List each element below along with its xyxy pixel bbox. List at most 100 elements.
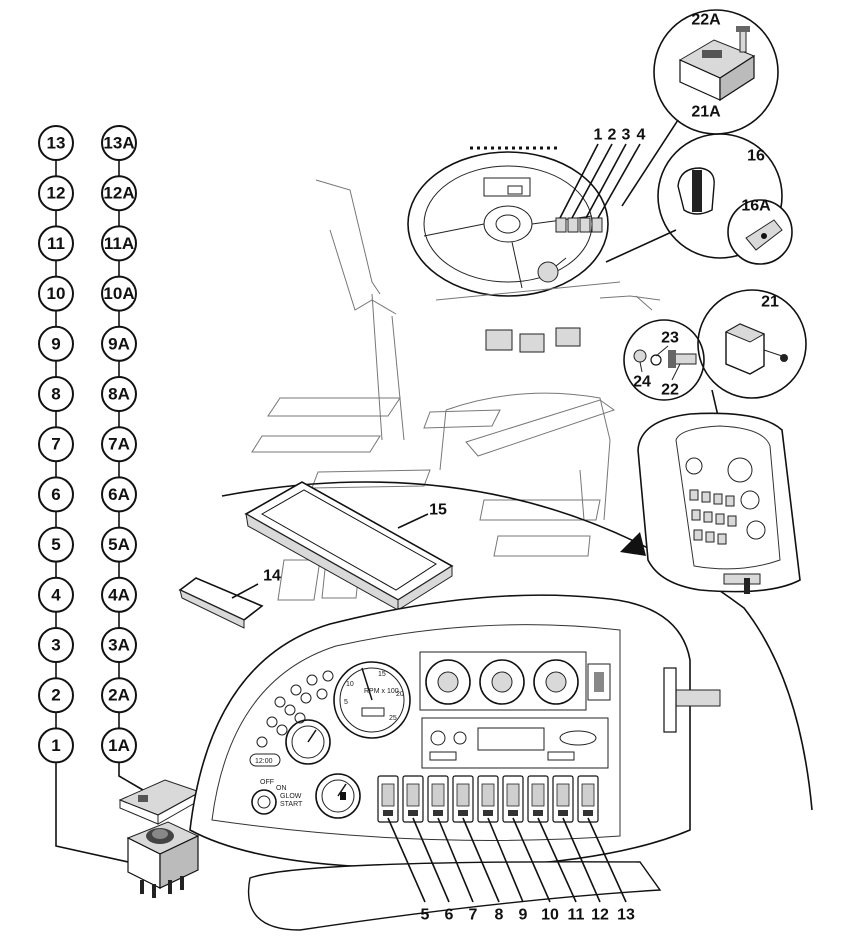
right-balloon: 8A [101, 376, 137, 412]
left-balloon: 2 [38, 677, 74, 714]
bottom-number-label: 12 [591, 907, 609, 924]
bottom-number-label: 6 [445, 907, 454, 924]
rocker-switch [527, 775, 549, 823]
right-balloon-label: 7A [108, 435, 130, 454]
rocker-switch [427, 775, 449, 823]
rocker-switch-row [377, 775, 599, 823]
ign-start: START [280, 801, 303, 808]
bottom-leader [562, 817, 601, 903]
right-balloon-label: 4A [108, 585, 130, 604]
leaders-1-4 [559, 143, 641, 219]
temperature-gauge [285, 719, 331, 765]
label-22: 22 [661, 382, 679, 399]
label-21a: 21A [691, 104, 721, 121]
right-balloon-label: 9A [108, 334, 130, 353]
left-balloon: 6 [38, 476, 74, 513]
ign-glow: GLOW [280, 793, 302, 800]
left-balloon-label: 9 [51, 334, 60, 353]
right-balloon-label: 5A [108, 535, 130, 554]
right-balloon-label: 3A [108, 636, 130, 655]
left-balloon: 4 [38, 576, 74, 613]
right-balloon-label: 13A [103, 134, 134, 153]
left-balloon: 8 [38, 376, 74, 412]
right-balloon: 6A [101, 476, 137, 513]
left-balloon-label: 2 [51, 686, 60, 705]
right-balloon-label: 12A [103, 184, 134, 203]
rocker-switch [552, 775, 574, 823]
left-balloon: 1 [38, 727, 74, 764]
right-balloon-label: 6A [108, 485, 130, 504]
side-control-console [637, 412, 801, 594]
right-balloon: 7A [101, 426, 137, 463]
left-balloon-label: 4 [51, 585, 61, 604]
right-balloon: 3A [101, 627, 137, 663]
bottom-number-label: 7 [469, 907, 478, 924]
ign-on: ON [276, 785, 287, 792]
right-balloon: 1A [101, 727, 137, 764]
label-14: 14 [263, 568, 281, 585]
label-23: 23 [661, 330, 679, 347]
bottom-number-label: 13 [617, 907, 635, 924]
left-balloon-label: 13 [47, 134, 66, 153]
left-balloon-label: 1 [51, 736, 60, 755]
rocker-switch [452, 775, 474, 823]
storage-tray-15 [244, 481, 454, 611]
bottom-leader [512, 817, 551, 903]
arc-arrow [620, 532, 646, 556]
rocker-switch [502, 775, 524, 823]
right-balloon: 11A [101, 225, 137, 262]
left-balloon: 11 [38, 225, 74, 262]
left-balloon-label: 12 [47, 184, 66, 203]
rocker-switch [477, 775, 499, 823]
ign-off: OFF [260, 779, 274, 786]
bottom-leader [587, 817, 627, 903]
rocker-switch [577, 775, 599, 823]
detail-circle-module [605, 9, 779, 263]
bottom-leader [487, 817, 524, 903]
right-balloon-label: 10A [103, 284, 134, 303]
tach-tick-10: 10 [346, 681, 354, 688]
detail-circle-key [657, 133, 793, 265]
left-balloon: 13 [38, 125, 74, 161]
left-balloon: 5 [38, 526, 74, 563]
right-balloon: 5A [101, 526, 137, 563]
right-balloon: 2A [101, 677, 137, 714]
radio-panel [421, 717, 609, 769]
left-balloon-label: 5 [51, 535, 60, 554]
detail-circle-relay [697, 289, 807, 399]
switch-cover-1a [118, 779, 202, 825]
floor-hatching [251, 397, 616, 601]
leader-14 [231, 583, 259, 599]
left-balloon: 3 [38, 627, 74, 663]
cover-14 [178, 577, 264, 629]
label-16: 16 [747, 148, 765, 165]
left-balloon: 9 [38, 325, 74, 362]
clock-display: 12:00 [249, 753, 281, 767]
rocker-switch [402, 775, 424, 823]
tach-rpm-label: RPM x 100 [364, 688, 399, 695]
cab-steering-wheel [315, 146, 661, 521]
tach-tick-20: 20 [396, 691, 404, 698]
leader-24 [639, 361, 643, 373]
bottom-leader [537, 817, 577, 903]
label-4: 4 [637, 127, 646, 144]
bottom-number-label: 5 [421, 907, 430, 924]
detail-circle-fasteners [623, 319, 705, 401]
label-22a: 22A [691, 12, 721, 29]
label-24: 24 [633, 374, 651, 391]
leader-1 [55, 762, 129, 863]
right-balloon: 12A [101, 175, 137, 212]
console-switches [689, 489, 737, 545]
leader-15 [397, 513, 429, 529]
left-balloon-label: 3 [51, 636, 60, 655]
hvac-control-panel [419, 651, 611, 711]
label-2: 2 [608, 127, 617, 144]
leader-23 [655, 345, 669, 357]
right-balloon: 9A [101, 325, 137, 362]
right-balloon-label: 8A [108, 385, 130, 404]
leader-16 [605, 229, 677, 263]
label-21: 21 [761, 294, 779, 311]
